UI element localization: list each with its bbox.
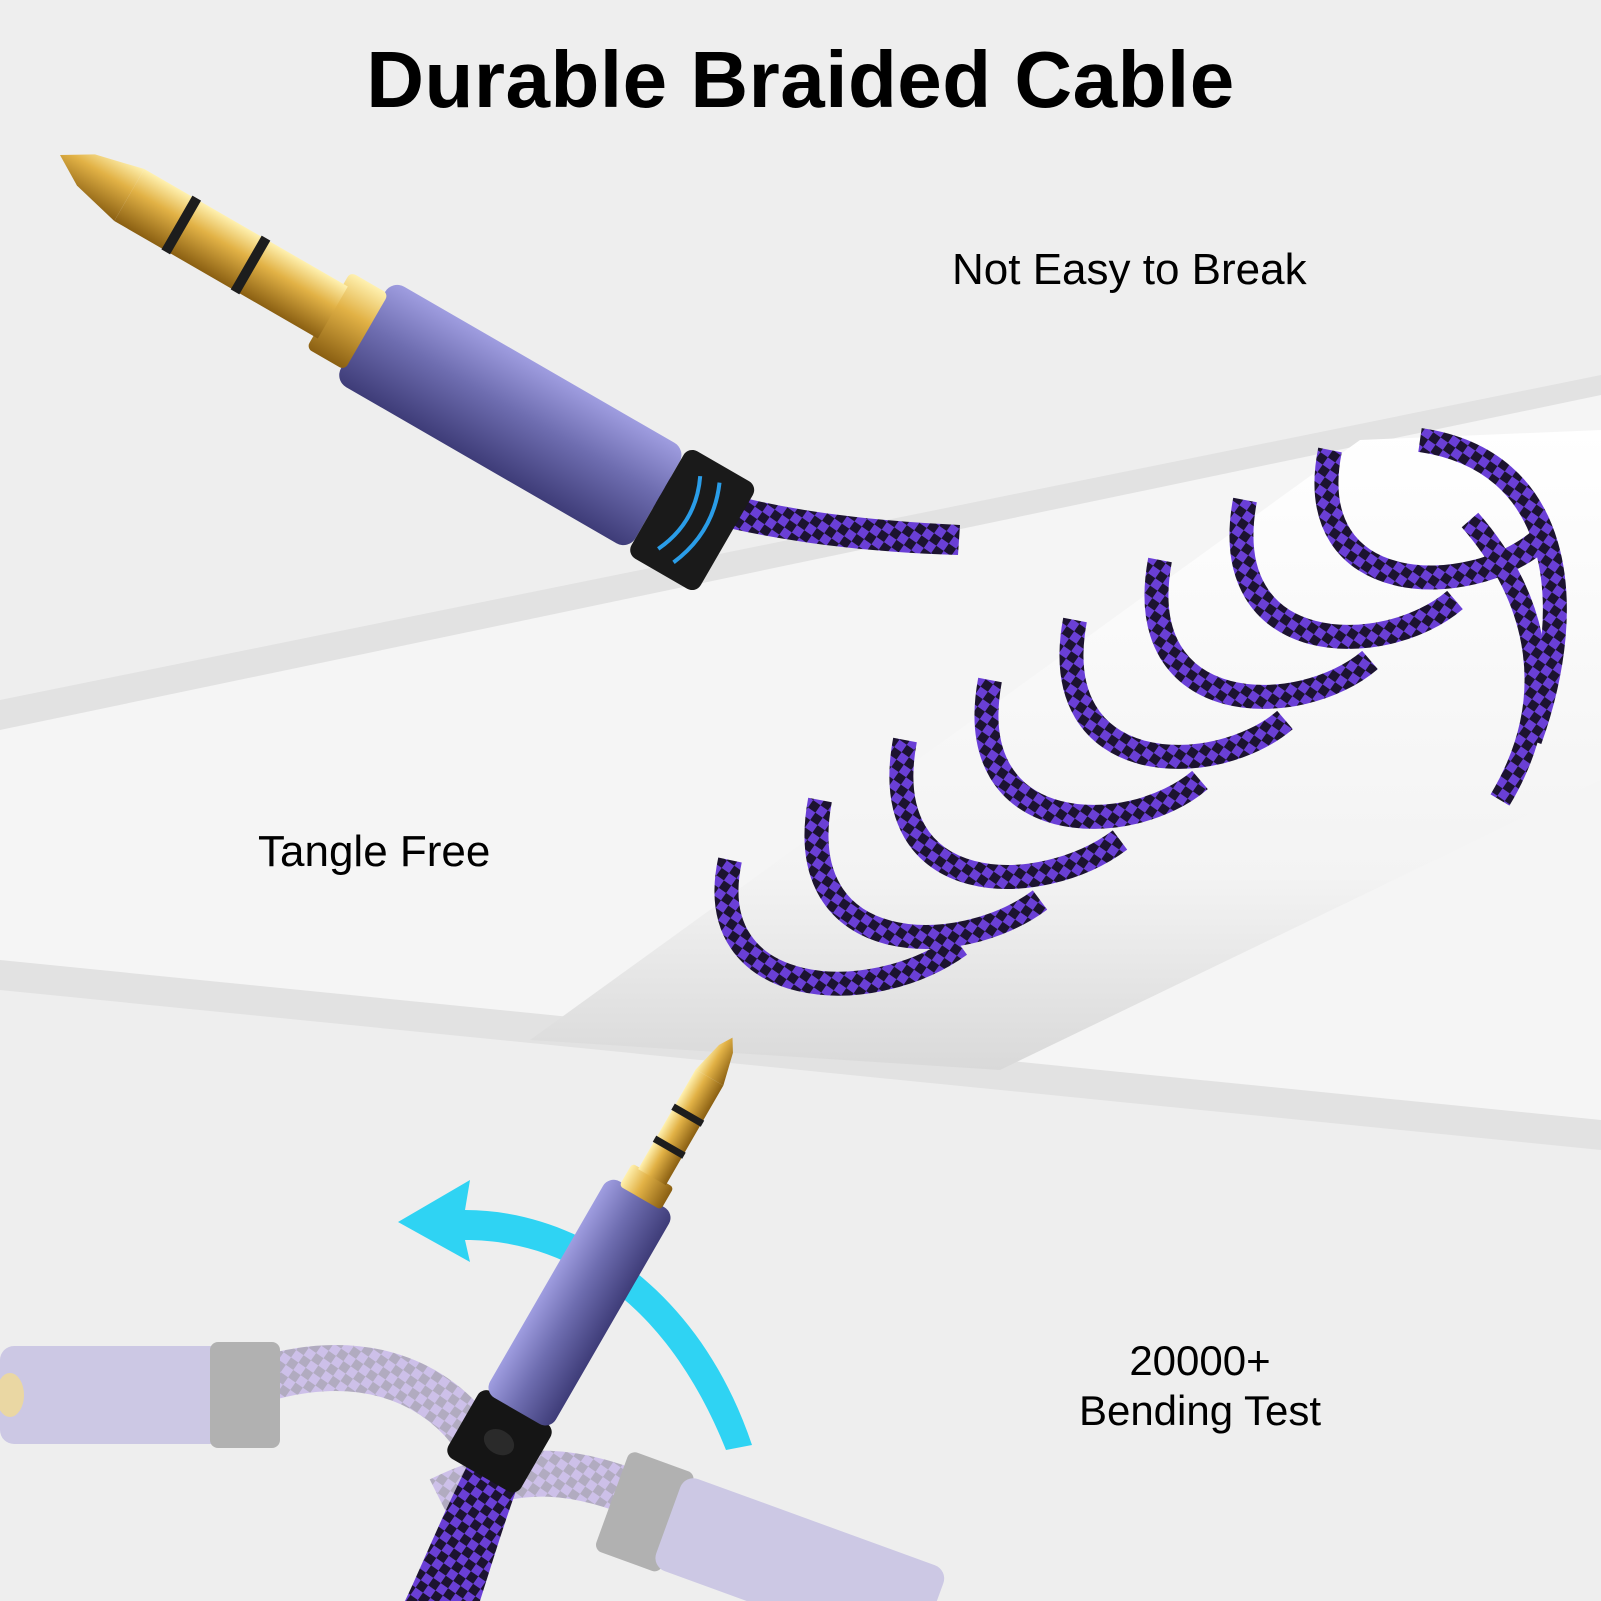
feature-bending-test: 20000+ Bending Test — [1040, 1336, 1360, 1437]
bend-arrow-icon — [398, 1180, 752, 1450]
top-connector — [60, 154, 960, 591]
page-title: Durable Braided Cable — [366, 35, 1235, 124]
bottom-connector — [405, 1037, 733, 1601]
bending-label: Bending Test — [1078, 1387, 1322, 1435]
coiled-cable — [530, 428, 1601, 1070]
feature-tangle-free: Tangle Free — [258, 827, 491, 876]
feature-not-easy-to-break: Not Easy to Break — [952, 245, 1307, 294]
bending-count: 20000+ — [1129, 1337, 1271, 1384]
